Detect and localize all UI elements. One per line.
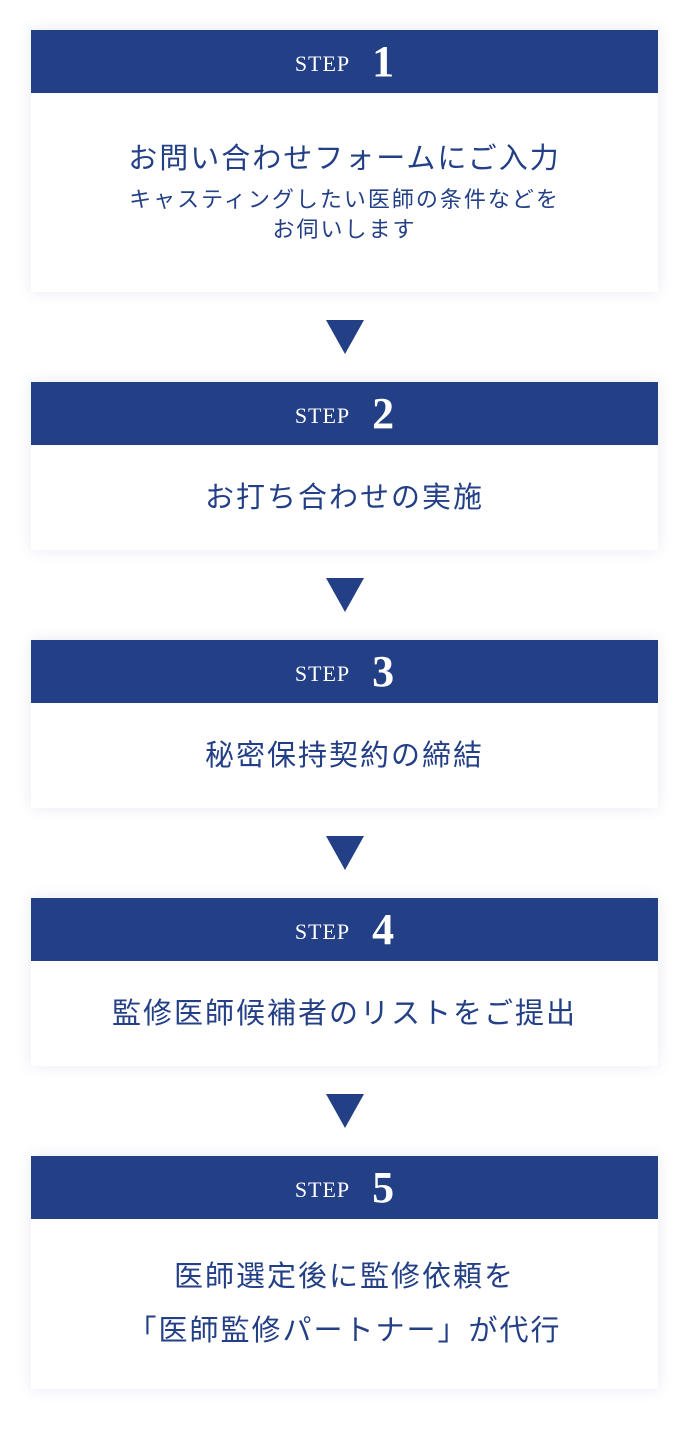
step-label: STEP (294, 50, 351, 76)
step-body-5: 医師選定後に監修依頼を 「医師監修パートナー」が代行 (31, 1219, 658, 1389)
step-header-2: STEP 2 (31, 382, 658, 445)
step-number: 5 (372, 1162, 395, 1212)
step-title: 「医師監修パートナー」が代行 (127, 1313, 562, 1347)
step-description: お伺いします (272, 217, 417, 243)
down-triangle-icon (31, 292, 658, 382)
step-title: 監修医師候補者のリストをご提出 (111, 996, 577, 1031)
step-card-1: STEP 1 お問い合わせフォームにご入力 キャスティングしたい医師の条件などを… (31, 30, 658, 292)
step-number: 2 (372, 388, 395, 438)
step-label: STEP (294, 660, 351, 686)
step-title: お打ち合わせの実施 (204, 480, 484, 515)
down-triangle-icon (31, 1066, 658, 1156)
down-triangle-icon (31, 808, 658, 898)
step-header-3: STEP 3 (31, 640, 658, 703)
step-body-4: 監修医師候補者のリストをご提出 (31, 961, 658, 1066)
step-body-1: お問い合わせフォームにご入力 キャスティングしたい医師の条件などを お伺いします (31, 93, 658, 292)
step-number: 4 (372, 904, 395, 954)
step-description: キャスティングしたい医師の条件などを (129, 187, 560, 213)
step-header-4: STEP 4 (31, 898, 658, 961)
step-label: STEP (294, 402, 351, 428)
step-label: STEP (294, 1176, 351, 1202)
step-card-4: STEP 4 監修医師候補者のリストをご提出 (31, 898, 658, 1066)
step-number: 1 (372, 36, 395, 86)
step-header-1: STEP 1 (31, 30, 658, 93)
step-title: 秘密保持契約の締結 (204, 738, 484, 773)
step-title: 医師選定後に監修依頼を (173, 1259, 515, 1294)
step-header-5: STEP 5 (31, 1156, 658, 1219)
step-flow: STEP 1 お問い合わせフォームにご入力 キャスティングしたい医師の条件などを… (31, 30, 658, 1389)
down-triangle-icon (31, 550, 658, 640)
step-body-2: お打ち合わせの実施 (31, 445, 658, 550)
step-body-3: 秘密保持契約の締結 (31, 703, 658, 808)
step-label: STEP (294, 918, 351, 944)
step-number: 3 (372, 646, 395, 696)
step-card-5: STEP 5 医師選定後に監修依頼を 「医師監修パートナー」が代行 (31, 1156, 658, 1389)
step-card-3: STEP 3 秘密保持契約の締結 (31, 640, 658, 808)
step-title: お問い合わせフォームにご入力 (128, 140, 561, 175)
step-card-2: STEP 2 お打ち合わせの実施 (31, 382, 658, 550)
